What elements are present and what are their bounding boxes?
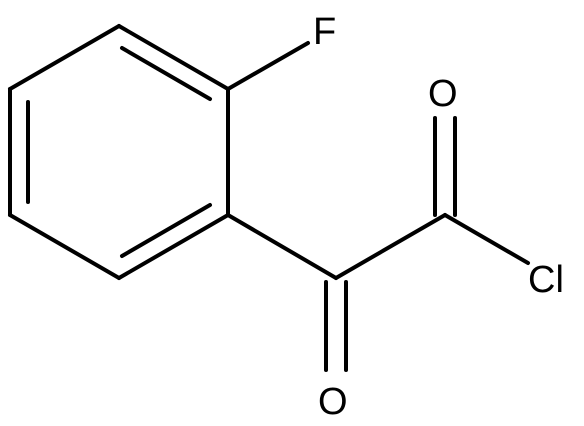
acyl-oxygen-label: O [428, 73, 458, 115]
carbon-chlorine-bond [443, 213, 530, 265]
benzene-ring [8, 24, 230, 280]
ring-bond-bottom-right [117, 213, 230, 280]
carbon-fluorine-bond [226, 41, 310, 91]
ring-bond-top-left [8, 24, 121, 91]
ring-carbonyl-bond [226, 213, 338, 280]
ring-bond-bottom-left [8, 213, 121, 280]
carbonyl-carbonyl-bond [334, 213, 447, 280]
ketone-oxygen-label: O [318, 381, 348, 423]
chlorine-label: Cl [528, 259, 564, 301]
fluorine-label: F [313, 11, 336, 53]
ring-inner-double-bond-top-right [120, 46, 212, 101]
ring-inner-double-bond-bottom-right [120, 203, 212, 258]
ring-bond-top-right [117, 24, 230, 91]
